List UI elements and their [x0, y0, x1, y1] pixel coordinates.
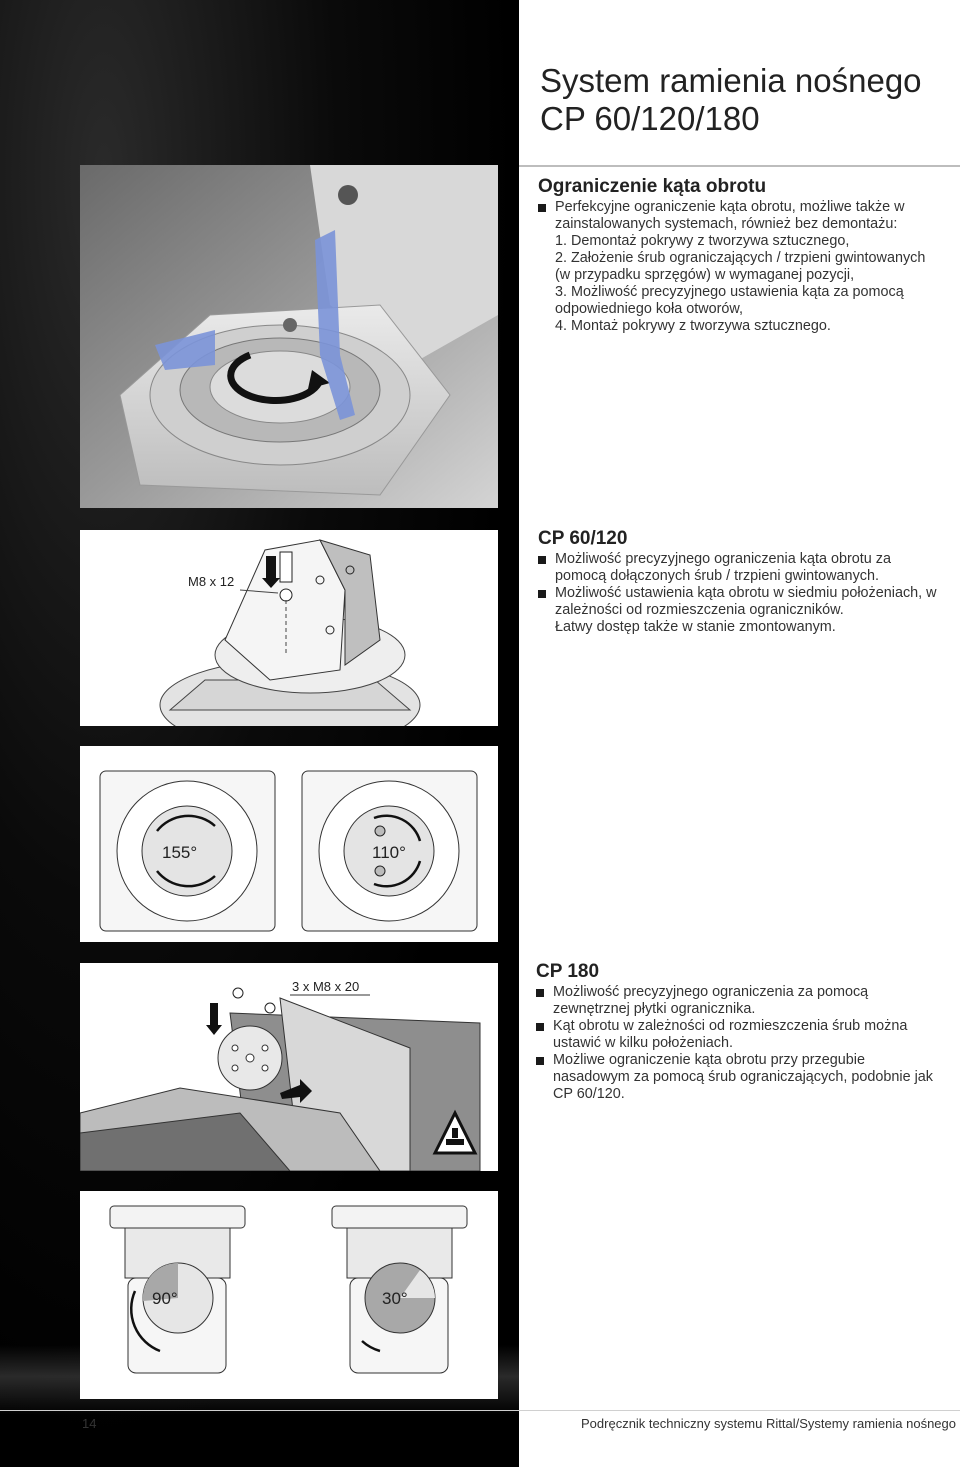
list-item: Perfekcyjne ograniczenie kąta obrotu, mo…	[538, 199, 938, 233]
list-item: Możliwość precyzyjnego ograniczenia kąta…	[538, 551, 938, 585]
figure-cp180-plate: 3 x M8 x 20	[80, 963, 498, 1171]
footer-divider	[0, 1410, 960, 1411]
title-divider	[519, 165, 960, 167]
section-cp180: CP 180 Możliwość precyzyjnego ograniczen…	[536, 961, 936, 1103]
angle-label-110: 110°	[372, 843, 406, 862]
list-item: Możliwość ustawienia kąta obrotu w siedm…	[538, 585, 938, 619]
angle-label-90: 90°	[152, 1289, 178, 1308]
angle-label-155: 155°	[162, 843, 197, 862]
list-item: Kąt obrotu w zależności od rozmieszczeni…	[536, 1018, 936, 1052]
step-2: 2. Założenie śrub ograniczających / trzp…	[555, 250, 926, 283]
figure-swivel-cutaway	[80, 165, 498, 508]
page-number: 14	[82, 1416, 97, 1431]
step-4: 4. Montaż pokrywy z tworzywa sztucznego.	[555, 318, 831, 334]
view-155: 155°	[99, 770, 276, 932]
section-rotation-limit-heading: Ograniczenie kąta obrotu	[538, 176, 767, 197]
list-item: Możliwość precyzyjnego ograniczenia za p…	[536, 984, 936, 1018]
hand-hazard-icon	[432, 1109, 478, 1155]
view-110: 110°	[301, 770, 478, 932]
figure-cp60-screw: M8 x 12	[80, 530, 498, 726]
section-cp60-heading: CP 60/120	[538, 528, 628, 549]
figure-cp180-angles: 90° 30°	[80, 1191, 498, 1399]
angle-label-30: 30°	[382, 1289, 408, 1308]
section-rotation-limit: Ograniczenie kąta obrotu Perfekcyjne ogr…	[538, 176, 938, 335]
step-3: 3. Możliwość precyzyjnego ustawienia kąt…	[555, 284, 904, 317]
label-3xm8x20: 3 x M8 x 20	[292, 979, 359, 994]
section-cp180-heading: CP 180	[536, 961, 600, 982]
view-30: 30°	[331, 1205, 468, 1374]
view-90: 90°	[109, 1205, 246, 1374]
page-title-line1: System ramienia nośnego	[540, 62, 922, 99]
page-title: System ramienia nośnego CP 60/120/180	[540, 62, 922, 138]
figure-cp60-angles: 155° 110°	[80, 746, 498, 942]
section-cp60: CP 60/120 Możliwość precyzyjnego ogranic…	[538, 528, 938, 636]
footer-title: Podręcznik techniczny systemu Rittal/Sys…	[581, 1416, 956, 1431]
list-item: Możliwe ograniczenie kąta obrotu przy pr…	[536, 1052, 936, 1103]
label-m8x12: M8 x 12	[188, 574, 234, 589]
access-note: Łatwy dostęp także w stanie zmontowanym.	[555, 619, 836, 635]
step-1: 1. Demontaż pokrywy z tworzywa sztuczneg…	[555, 233, 850, 249]
page-title-line2: CP 60/120/180	[540, 100, 760, 137]
